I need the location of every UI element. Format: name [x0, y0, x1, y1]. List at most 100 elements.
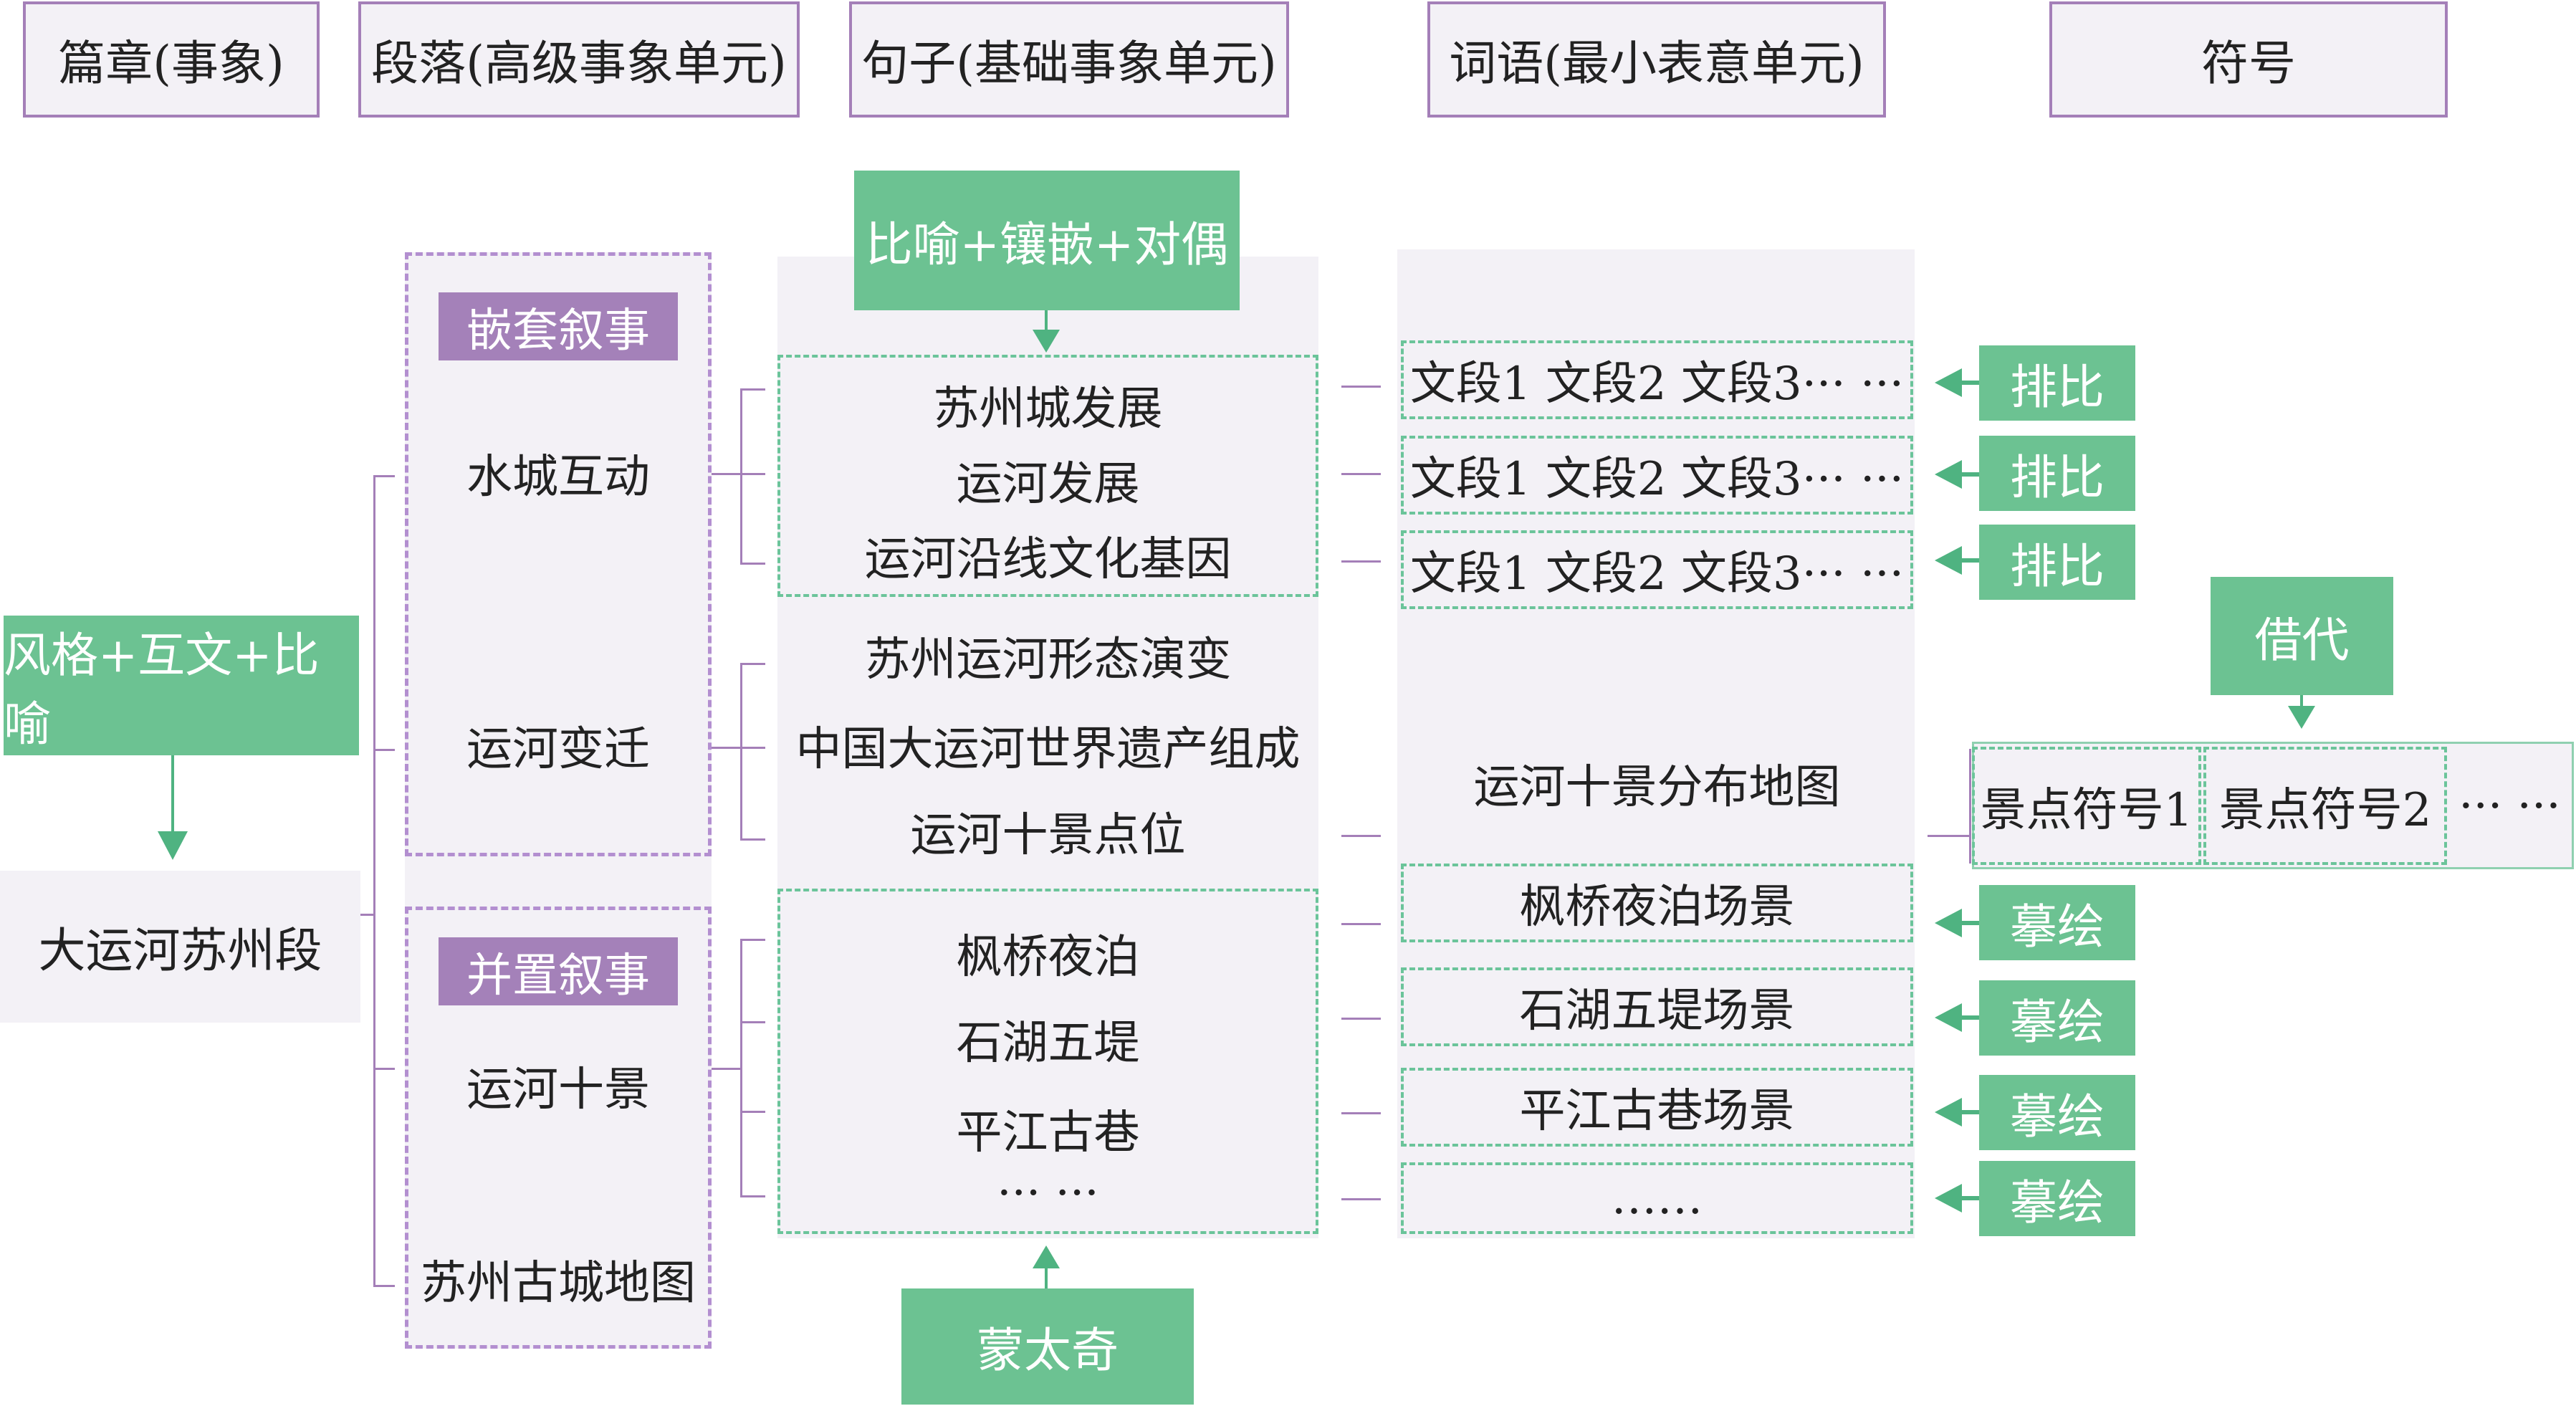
style-intertext-metaphor-box: 风格+互文+比喻 [4, 616, 359, 755]
chapter-bracket-tick-2 [373, 749, 395, 751]
word-panel [1397, 249, 1915, 1238]
connector-word-row-1 [1341, 386, 1381, 388]
parallel-label-2: 排比 [1979, 436, 2135, 511]
word-scene-shihu: 石湖五堤场景 [1401, 967, 1913, 1046]
sentence-fengqiao: 枫桥夜泊 [956, 931, 1140, 984]
header-sentence: 句子(基础事象单元) [849, 1, 1289, 118]
bracket3-tick-1 [740, 939, 765, 941]
metaphor-embedding-antithesis-box: 比喻+镶嵌+对偶 [854, 171, 1240, 310]
bracket3-vertical [740, 939, 742, 1197]
scenic-symbols-tick [1969, 749, 1971, 864]
connector-word-row-3 [1341, 560, 1381, 563]
scenic-symbol-1: 景点符号1 [1972, 747, 2201, 865]
word-canal-map: 运河十景分布地图 [1473, 760, 1841, 814]
sentence-pingjiang: 平江古巷 [956, 1106, 1140, 1159]
sentence-group-1 [777, 355, 1318, 597]
parallel-label-1: 排比 [1979, 345, 2135, 421]
sentence-world-heritage: 中国大运河世界遗产组成 [795, 723, 1301, 776]
word-scene-ellipsis: …… [1401, 1162, 1913, 1234]
bracket1-tick-mid [740, 473, 765, 475]
sentence-group-3 [777, 889, 1318, 1234]
bracket2-stub [712, 747, 740, 749]
connector-scene-2 [1341, 1018, 1381, 1020]
connector-scenic-symbols [1928, 835, 1971, 837]
depiction-label-4: 摹绘 [1979, 1161, 2135, 1236]
sentence-panel [777, 257, 1318, 1238]
nested-narrative-group [405, 252, 712, 856]
header-paragraph: 段落(高级事象单元) [358, 1, 800, 118]
depiction-arrow-3 [1935, 1098, 1981, 1127]
scenic-symbol-2: 景点符号2 [2203, 747, 2447, 865]
paragraph-canal-change: 运河变迁 [466, 723, 650, 776]
montage-box: 蒙太奇 [901, 1288, 1194, 1405]
bracket1-vertical [740, 388, 742, 565]
chapter-bracket-tick-3 [373, 1068, 395, 1070]
bracket2-tick-top [740, 663, 765, 665]
chapter-title: 大运河苏州段 [38, 923, 322, 978]
scenic-symbols-panel [1972, 742, 2574, 869]
depiction-arrow-4 [1935, 1184, 1981, 1213]
chapter-bracket-tick-1 [373, 475, 395, 477]
header-chapter: 篇章(事象) [23, 1, 320, 118]
scenic-symbol-ellipsis: ··· ··· [2458, 779, 2561, 833]
metonymy-arrow-line [2300, 695, 2303, 711]
bracket1-stub [712, 473, 740, 475]
word-row-3: 文段1 文段2 文段3··· ··· [1401, 530, 1913, 609]
depiction-label-1: 摹绘 [1979, 885, 2135, 960]
sentence-ellipsis: ··· ··· [997, 1167, 1099, 1220]
juxtaposed-narrative-group [405, 907, 712, 1349]
depiction-arrow-2 [1935, 1003, 1981, 1032]
header-symbol: 符号 [2049, 1, 2448, 118]
chapter-arrow-line [171, 755, 174, 840]
sentence-bottom-arrow-head [1033, 1245, 1060, 1268]
sentence-canal-development: 运河发展 [956, 458, 1140, 511]
bracket3-stub [712, 1068, 740, 1070]
word-row-1: 文段1 文段2 文段3··· ··· [1401, 340, 1913, 419]
parallel-arrow-2 [1935, 460, 1981, 489]
metonymy-arrow-head [2288, 706, 2315, 729]
connector-scene-3 [1341, 1112, 1381, 1114]
metonymy-label: 借代 [2211, 577, 2393, 695]
bracket3-tick-4 [740, 1195, 765, 1197]
paragraph-water-city: 水城互动 [466, 451, 650, 504]
sentence-ten-scenes-locations: 运河十景点位 [910, 809, 1186, 862]
depiction-arrow-1 [1935, 909, 1981, 937]
bracket2-tick-bot [740, 838, 765, 841]
depiction-label-3: 摹绘 [1979, 1075, 2135, 1150]
connector-scene-1 [1341, 923, 1381, 925]
bracket2-vertical [740, 663, 742, 841]
bracket1-tick-top [740, 388, 765, 391]
word-scene-fengqiao: 枫桥夜泊场景 [1401, 864, 1913, 942]
bracket3-tick-2 [740, 1021, 765, 1023]
chapter-bracket-stub-center [360, 914, 373, 916]
word-scene-pingjiang: 平江古巷场景 [1401, 1068, 1913, 1147]
sentence-canal-culture-genes: 运河沿线文化基因 [864, 533, 1232, 586]
depiction-label-2: 摹绘 [1979, 980, 2135, 1056]
paragraph-ten-scenes: 运河十景 [466, 1063, 650, 1116]
parallel-arrow-3 [1935, 546, 1981, 575]
bracket1-tick-bot [740, 563, 765, 565]
connector-scene-4 [1341, 1198, 1381, 1200]
sentence-top-arrow-line [1045, 310, 1048, 338]
juxtaposed-narrative-label: 并置叙事 [439, 937, 678, 1005]
parallel-label-3: 排比 [1979, 525, 2135, 600]
sentence-canal-form-evolution: 苏州运河形态演变 [864, 633, 1232, 687]
chapter-bracket-vertical [373, 475, 375, 1286]
sentence-top-arrow-head [1033, 330, 1060, 353]
bracket2-tick-mid [740, 747, 765, 749]
chapter-bracket-tick-4 [373, 1285, 395, 1287]
header-word: 词语(最小表意单元) [1427, 1, 1886, 118]
paragraph-panel [405, 252, 712, 1349]
nested-narrative-label: 嵌套叙事 [439, 292, 678, 360]
chapter-arrow-head [158, 831, 188, 860]
connector-map [1341, 835, 1381, 837]
sentence-shihu: 石湖五堤 [956, 1017, 1140, 1070]
word-row-2: 文段1 文段2 文段3··· ··· [1401, 436, 1913, 515]
bracket3-tick-3 [740, 1111, 765, 1113]
chapter-panel [0, 871, 360, 1023]
sentence-suzhou-development: 苏州城发展 [933, 383, 1163, 436]
sentence-bottom-arrow-line [1045, 1265, 1048, 1290]
connector-word-row-2 [1341, 473, 1381, 475]
parallel-arrow-1 [1935, 368, 1981, 397]
paragraph-old-city-map: 苏州古城地图 [421, 1257, 696, 1310]
